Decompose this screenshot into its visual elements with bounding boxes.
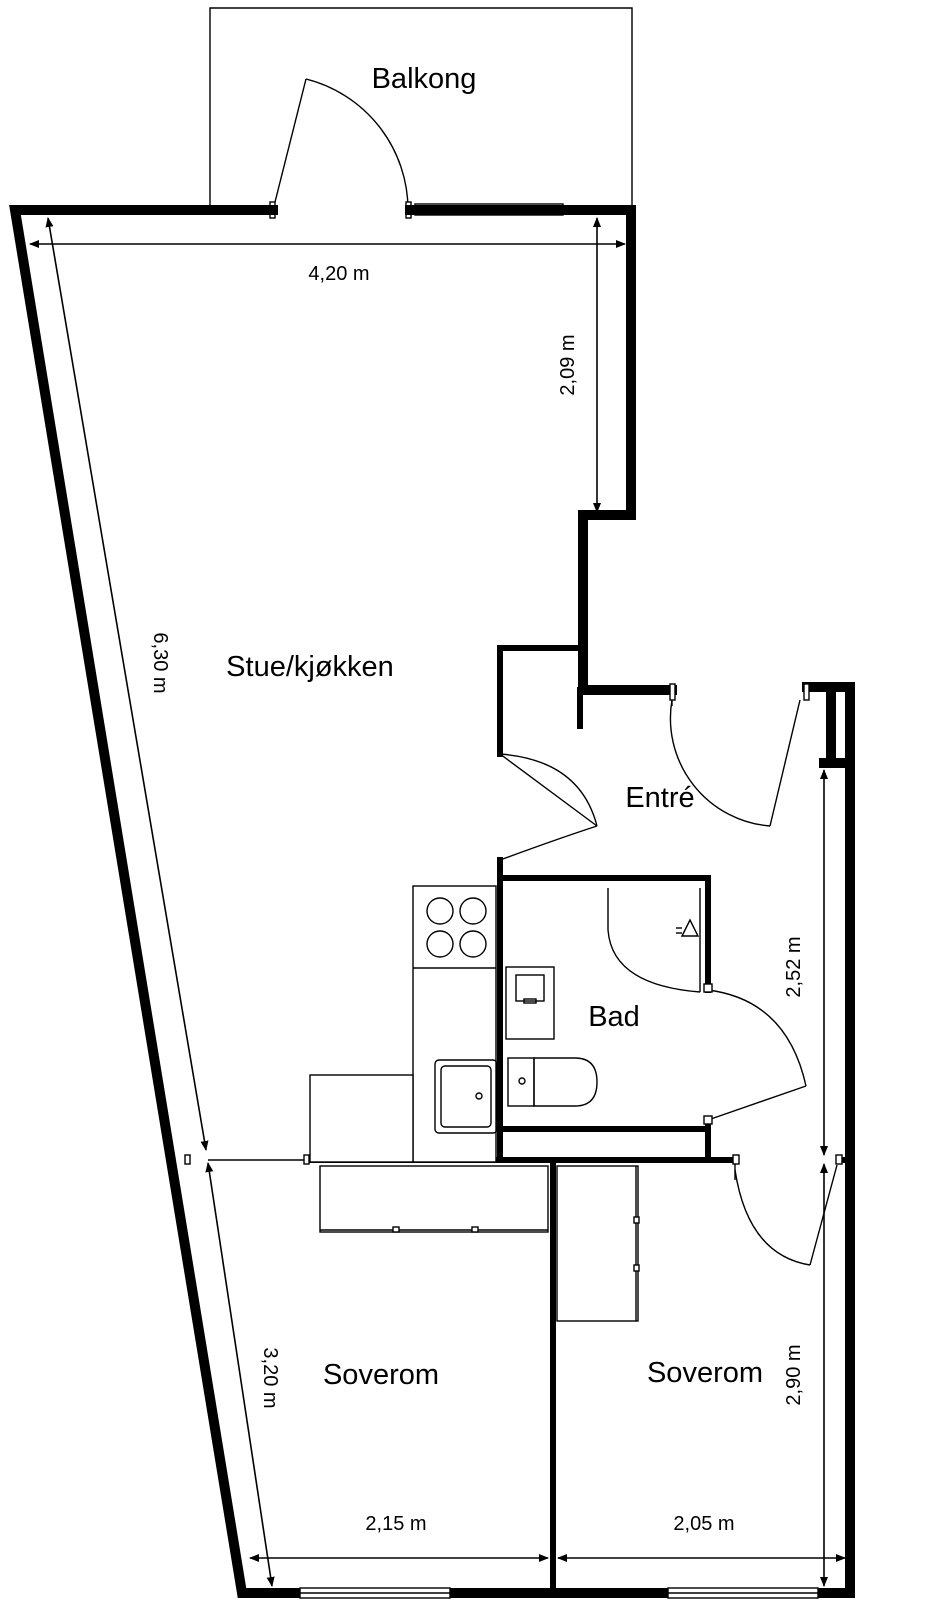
room-label-bedroom-left: Soverom: [323, 1359, 439, 1391]
entrance-door: [669, 683, 810, 827]
wardrobe-left: [319, 1165, 549, 1233]
interior-walls: [184, 645, 853, 1596]
dim-label-bedroom-left-width: 2,15 m: [365, 1513, 426, 1535]
dim-label-bedroom-right-width: 2,05 m: [673, 1513, 734, 1535]
bathroom-fixtures: [505, 918, 700, 1107]
room-label-bedroom-right: Soverom: [647, 1357, 763, 1389]
bedroom-right-door: [732, 1154, 843, 1266]
dim-label-living-width: 4,20 m: [308, 263, 369, 285]
room-label-bathroom: Bad: [588, 1001, 640, 1033]
bathroom-door: [703, 983, 807, 1125]
wardrobe-right: [556, 1165, 640, 1322]
room-label-living-kitchen: Stue/kjøkken: [226, 651, 394, 683]
dimension-lines: [29, 217, 846, 1587]
kitchen-sink: [434, 1059, 498, 1134]
bottom-windows: [299, 1587, 819, 1599]
balcony-door: [269, 78, 412, 219]
room-label-balcony: Balkong: [372, 63, 477, 95]
dim-label-living-length-left: 6,30 m: [149, 632, 171, 693]
stove: [426, 897, 487, 958]
dim-label-bedroom-left-depth: 3,20 m: [259, 1347, 281, 1408]
dim-label-living-depth-right: 2,09 m: [557, 334, 579, 395]
kitchen-counter: [309, 885, 497, 1163]
bath-inner-door: [607, 888, 701, 993]
outer-walls: [9, 205, 855, 1598]
dim-label-entrance-length: 2,52 m: [783, 936, 805, 997]
room-label-entrance: Entré: [625, 782, 694, 814]
dim-label-bedroom-right-depth: 2,90 m: [783, 1344, 805, 1405]
living-door: [499, 753, 598, 861]
balcony: [209, 7, 633, 216]
